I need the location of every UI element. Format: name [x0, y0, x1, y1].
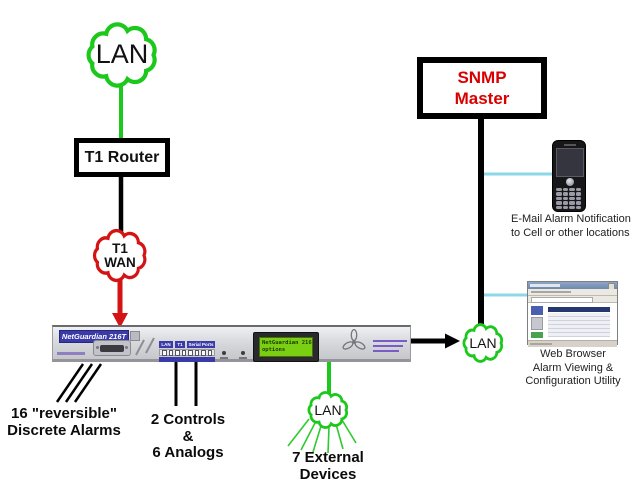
web-browser-screenshot — [527, 281, 618, 347]
dps-telecom-logo-text — [373, 340, 409, 356]
lan-cloud-right: LAN — [459, 322, 507, 364]
browser-green-button — [531, 332, 543, 338]
discrete-alarms-caption: 16 "reversible" Discrete Alarms — [7, 405, 121, 439]
lan-cloud-top: LAN — [80, 20, 164, 90]
serial-ports-label: Serial Ports — [187, 341, 215, 348]
snmp-master-box: SNMP Master — [417, 57, 547, 119]
browser-side-panel — [531, 317, 543, 330]
select-button-mark — [239, 357, 247, 359]
t1-router-box: T1 Router — [74, 138, 170, 177]
browser-address-bar — [528, 296, 617, 303]
wan-to-device-arrowhead — [112, 313, 128, 328]
lan-cloud-top-label: LAN — [95, 39, 149, 70]
discrete-line-2 — [64, 363, 94, 403]
web-browser-caption: Web Browser Alarm Viewing & Configuratio… — [525, 348, 621, 387]
device-serial-text-mark — [57, 352, 85, 355]
browser-title-bar — [528, 282, 617, 290]
db9-craft-port — [93, 340, 131, 356]
lan-cloud-right-label: LAN — [469, 334, 497, 351]
select-button-dot — [241, 351, 245, 355]
device-to-lan-arrowhead — [445, 333, 460, 349]
browser-table-header — [548, 307, 610, 312]
t1-router-label: T1 Router — [84, 148, 160, 166]
browser-status-bar — [528, 340, 617, 347]
fan-icon — [342, 329, 366, 350]
menu-button-mark — [220, 357, 228, 359]
port-block: LAN T1 Serial Ports — [159, 341, 215, 362]
lan-cloud-bottom: LAN — [304, 390, 352, 430]
cell-phone-image — [552, 140, 586, 212]
lan-cloud-bottom-label: LAN — [314, 401, 342, 418]
browser-content — [528, 303, 617, 340]
port-bar — [159, 357, 215, 362]
device-chip-mark — [130, 331, 140, 341]
snmp-master-label: SNMP Master — [454, 68, 510, 108]
email-notification-caption: E-Mail Alarm Notification to Cell or oth… — [511, 213, 631, 239]
lcd-screen: NetGuardian 216T options — [259, 337, 313, 357]
phone-keyboard — [556, 188, 584, 209]
panel-slash-mark — [135, 339, 145, 356]
phone-speaker — [564, 144, 576, 146]
browser-menu-bar — [528, 289, 617, 296]
menu-button-dot — [222, 351, 226, 355]
lan-port-label: LAN — [159, 341, 173, 348]
t1-wan-cloud-label: T1 WAN — [104, 240, 136, 270]
panel-slash-mark — [145, 337, 155, 354]
phone-screen — [556, 148, 584, 177]
t1-port-label: T1 — [175, 341, 185, 348]
port-jacks — [159, 349, 215, 356]
discrete-line-1 — [55, 363, 85, 403]
lcd-display: NetGuardian 216T options — [253, 332, 319, 362]
t1-wan-cloud: T1 WAN — [88, 227, 152, 284]
external-devices-caption: 7 External Devices — [292, 449, 364, 483]
discrete-line-3 — [73, 363, 103, 403]
controls-analogs-caption: 2 Controls & 6 Analogs — [150, 411, 226, 461]
browser-side-button — [531, 306, 543, 315]
phone-trackball — [566, 178, 574, 186]
netguardian-216t-device: NetGuardian 216T LAN T1 Serial Ports Net… — [52, 325, 411, 362]
external-devices-fan-lines — [287, 418, 357, 454]
